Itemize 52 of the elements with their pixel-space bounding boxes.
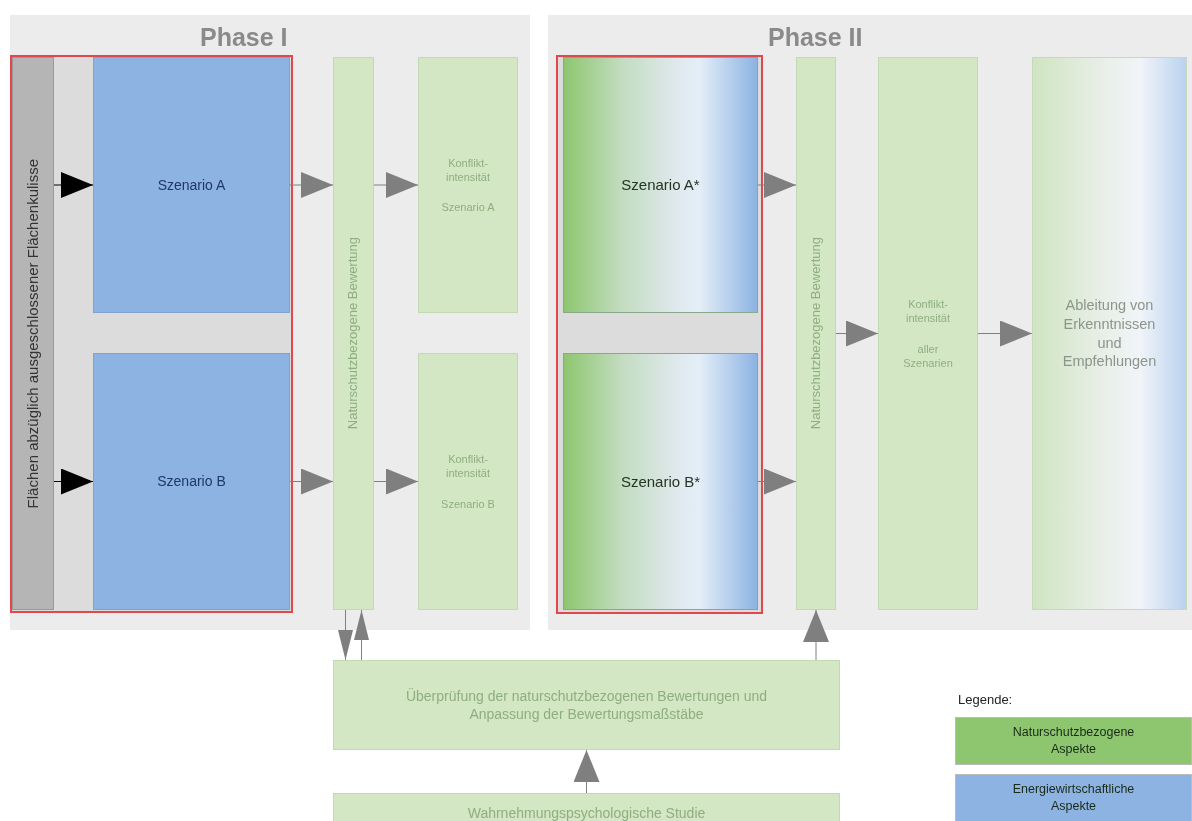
result-box (1032, 57, 1187, 610)
conflict-box (418, 57, 518, 313)
arrow (289, 172, 334, 198)
arrow (835, 320, 879, 347)
arrow (757, 172, 797, 198)
arrow (803, 609, 829, 661)
scenario-label: Szenario A* (621, 175, 700, 195)
arrow (757, 468, 797, 495)
phase-panel (10, 15, 530, 630)
scenario-box (93, 353, 290, 610)
bar-label: Flächen abzüglich ausgeschlossener Flächenkulisse (23, 158, 43, 509)
conflict-label: Konflikt- intensität (905, 296, 951, 326)
area-bar (12, 57, 54, 610)
conflict-box (878, 57, 978, 610)
arrow (53, 468, 94, 495)
process-box (333, 793, 840, 821)
scenario-group-frame (556, 55, 763, 614)
assessment-bar (333, 57, 374, 610)
scenario-label: Szenario B* (620, 471, 701, 492)
result-label: Ableitung von Erkenntnissen und Empfehlungen (1061, 295, 1158, 372)
phase-title: Phase II (768, 22, 863, 53)
arrow (53, 172, 94, 198)
conflict-label: Konflikt- intensität (445, 452, 491, 481)
arrow (977, 320, 1033, 347)
assessment-label: Naturschutzbezogene Bewertung (807, 237, 824, 430)
conflict-label: Konflikt- intensität (445, 155, 491, 185)
conflict-box (418, 353, 518, 610)
assessment-bar (796, 57, 836, 610)
arrow (373, 468, 419, 495)
scenario-group-frame (10, 55, 293, 613)
conflict-label: Szenario B (441, 496, 495, 511)
phase-title: Phase I (200, 22, 288, 53)
legend-swatch: Energiewirtschaftliche Aspekte (955, 774, 1192, 821)
legend-swatch: Naturschutzbezogene Aspekte (955, 717, 1192, 765)
arrow (354, 609, 369, 661)
process-label: Wahrnehmungspsychologische Studie (467, 803, 706, 821)
arrow (573, 749, 600, 794)
scenario-box (93, 57, 290, 313)
phase-panel (548, 15, 1192, 630)
arrow (289, 468, 334, 495)
assessment-label: Naturschutzbezogene Bewertung (345, 237, 362, 430)
scenario-box (563, 57, 758, 313)
scenario-label: Szenario A (157, 175, 226, 195)
arrow (373, 172, 419, 198)
conflict-label: Szenario A (441, 200, 495, 215)
process-box (333, 660, 840, 750)
scenario-label: Szenario B (157, 472, 226, 491)
process-label: Überprüfung der naturschutzbezogenen Bewertungen und Anpassung der Bewertungsmaßstäbe (404, 686, 769, 724)
scenario-box (563, 353, 758, 610)
arrow (338, 609, 353, 661)
legend-title: Legende: (958, 692, 1013, 707)
conflict-label: aller Szenarien (902, 341, 954, 371)
